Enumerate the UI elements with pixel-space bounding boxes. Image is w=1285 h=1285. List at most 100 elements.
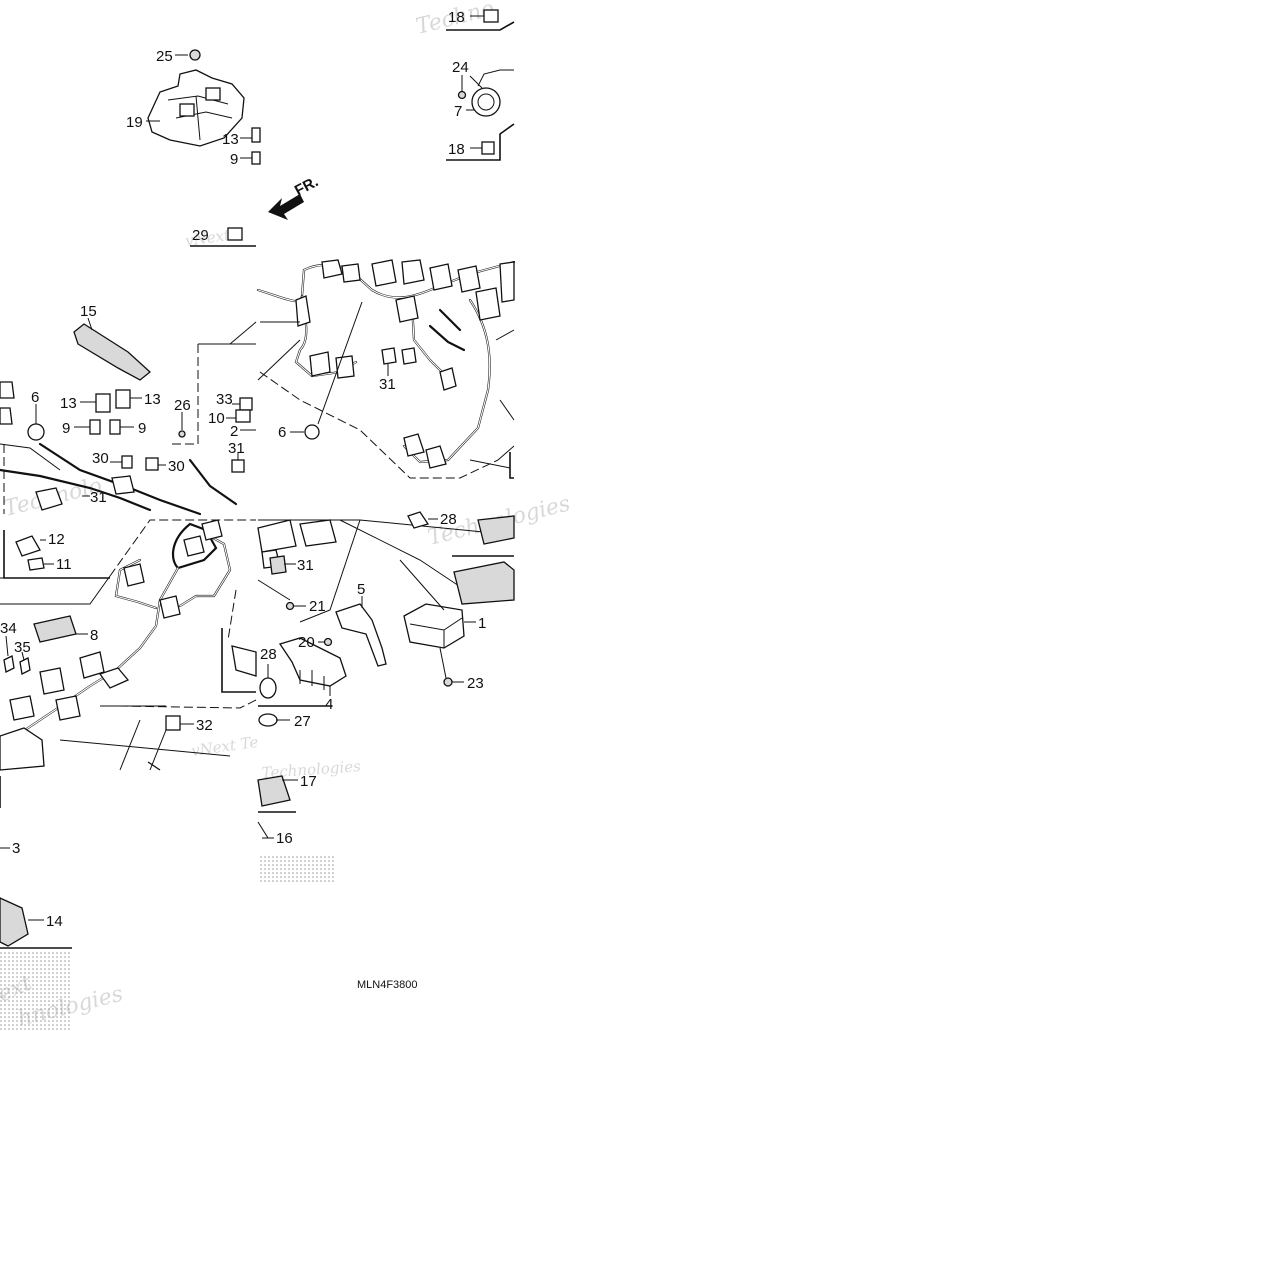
ecu-1	[403, 603, 465, 649]
connector	[321, 259, 361, 283]
horn	[471, 87, 501, 117]
grommet-6	[27, 423, 45, 441]
bolt-18	[481, 141, 495, 155]
connector	[381, 347, 417, 365]
callout-28: 28	[260, 646, 277, 663]
callout-8: 8	[90, 627, 98, 644]
bolt-21	[285, 601, 295, 611]
callout-layer: 25 19 13 9 29 18 24 7 18 15 6 13 13 9 9 …	[0, 9, 486, 930]
relay-10	[235, 409, 251, 423]
callout-17: 17	[300, 773, 317, 790]
callout-20: 20	[298, 634, 315, 651]
callout-18: 18	[448, 141, 465, 158]
clip-30	[145, 457, 159, 471]
callout-33: 33	[216, 391, 233, 408]
callout-23: 23	[467, 675, 484, 692]
clip-30	[121, 455, 133, 469]
relay-33	[239, 397, 253, 411]
left-column-group	[0, 776, 72, 1030]
module-edge	[477, 515, 515, 545]
callout-24: 24	[452, 59, 469, 76]
callout-28: 28	[440, 511, 457, 528]
relay-socket	[179, 103, 195, 117]
connector	[123, 563, 181, 619]
dotted-area	[258, 856, 334, 884]
callout-1: 1	[478, 615, 486, 632]
fuse-9	[109, 419, 121, 435]
bolt-20	[323, 637, 333, 647]
dotted-area	[0, 950, 72, 1030]
grommet-6	[304, 424, 320, 440]
callout-16: 16	[276, 830, 293, 847]
connector	[295, 295, 311, 327]
connector	[39, 667, 81, 721]
relay-socket	[205, 87, 221, 101]
callout-25: 25	[156, 48, 173, 65]
sensor-28	[407, 511, 430, 529]
callout-15: 15	[80, 303, 97, 320]
callout-35: 35	[14, 639, 31, 656]
callout-11: 11	[56, 556, 72, 573]
callout-13: 13	[60, 395, 77, 412]
front-direction-arrow: FR.	[268, 173, 321, 220]
relay-12	[15, 535, 41, 557]
fuse-34-35	[3, 655, 31, 675]
callout-32: 32	[196, 717, 213, 734]
callout-5: 5	[357, 581, 365, 598]
callout-29: 29	[192, 227, 209, 244]
callout-13: 13	[144, 391, 161, 408]
horn-group	[446, 9, 515, 161]
module-8	[33, 615, 77, 643]
callout-14: 14	[46, 913, 63, 930]
callout-19: 19	[126, 114, 143, 131]
callout-21: 21	[309, 598, 326, 615]
callout-30: 30	[168, 458, 185, 475]
lower-left-harness	[0, 519, 257, 771]
callout-31: 31	[297, 557, 314, 574]
cover-17	[257, 775, 291, 807]
bolt-23	[443, 677, 453, 687]
callout-12: 12	[48, 531, 65, 548]
connector	[395, 295, 419, 323]
callout-27: 27	[294, 713, 311, 730]
unit-14	[0, 897, 29, 947]
connector	[309, 351, 355, 379]
fuse-cover-15	[73, 323, 152, 381]
callout-9: 9	[138, 420, 146, 437]
screw-26	[178, 430, 186, 438]
drawing-code: MLN4F3800	[357, 979, 418, 991]
left-relay-group	[0, 317, 257, 516]
ecu-group	[257, 511, 515, 727]
relay-13	[115, 389, 131, 409]
connector	[299, 519, 337, 547]
module-edge	[231, 645, 257, 677]
band-27	[258, 713, 278, 727]
callout-2: 2	[230, 423, 238, 440]
ecu-edge	[453, 561, 515, 605]
band-28	[259, 677, 277, 699]
callout-26: 26	[174, 397, 191, 414]
relay-edge	[251, 151, 261, 165]
callout-10: 10	[208, 410, 225, 427]
relay-11	[27, 557, 45, 571]
callout-7: 7	[454, 103, 462, 120]
callout-6: 6	[278, 424, 286, 441]
clip-31	[231, 459, 245, 473]
connector	[429, 263, 481, 293]
relay-edge	[251, 127, 261, 143]
relay-box-group	[146, 49, 261, 247]
callout-3: 3	[12, 840, 20, 857]
bracket-4	[278, 637, 347, 687]
bracket-5	[335, 603, 387, 667]
callout-4: 4	[325, 696, 333, 713]
callout-30: 30	[92, 450, 109, 467]
clip-31	[269, 555, 287, 575]
relay-edge	[0, 381, 15, 425]
fuse-9	[89, 419, 101, 435]
connector	[475, 261, 515, 321]
callout-9: 9	[62, 420, 70, 437]
clip-29	[227, 227, 243, 241]
callout-18: 18	[448, 9, 465, 26]
connector	[371, 259, 425, 287]
